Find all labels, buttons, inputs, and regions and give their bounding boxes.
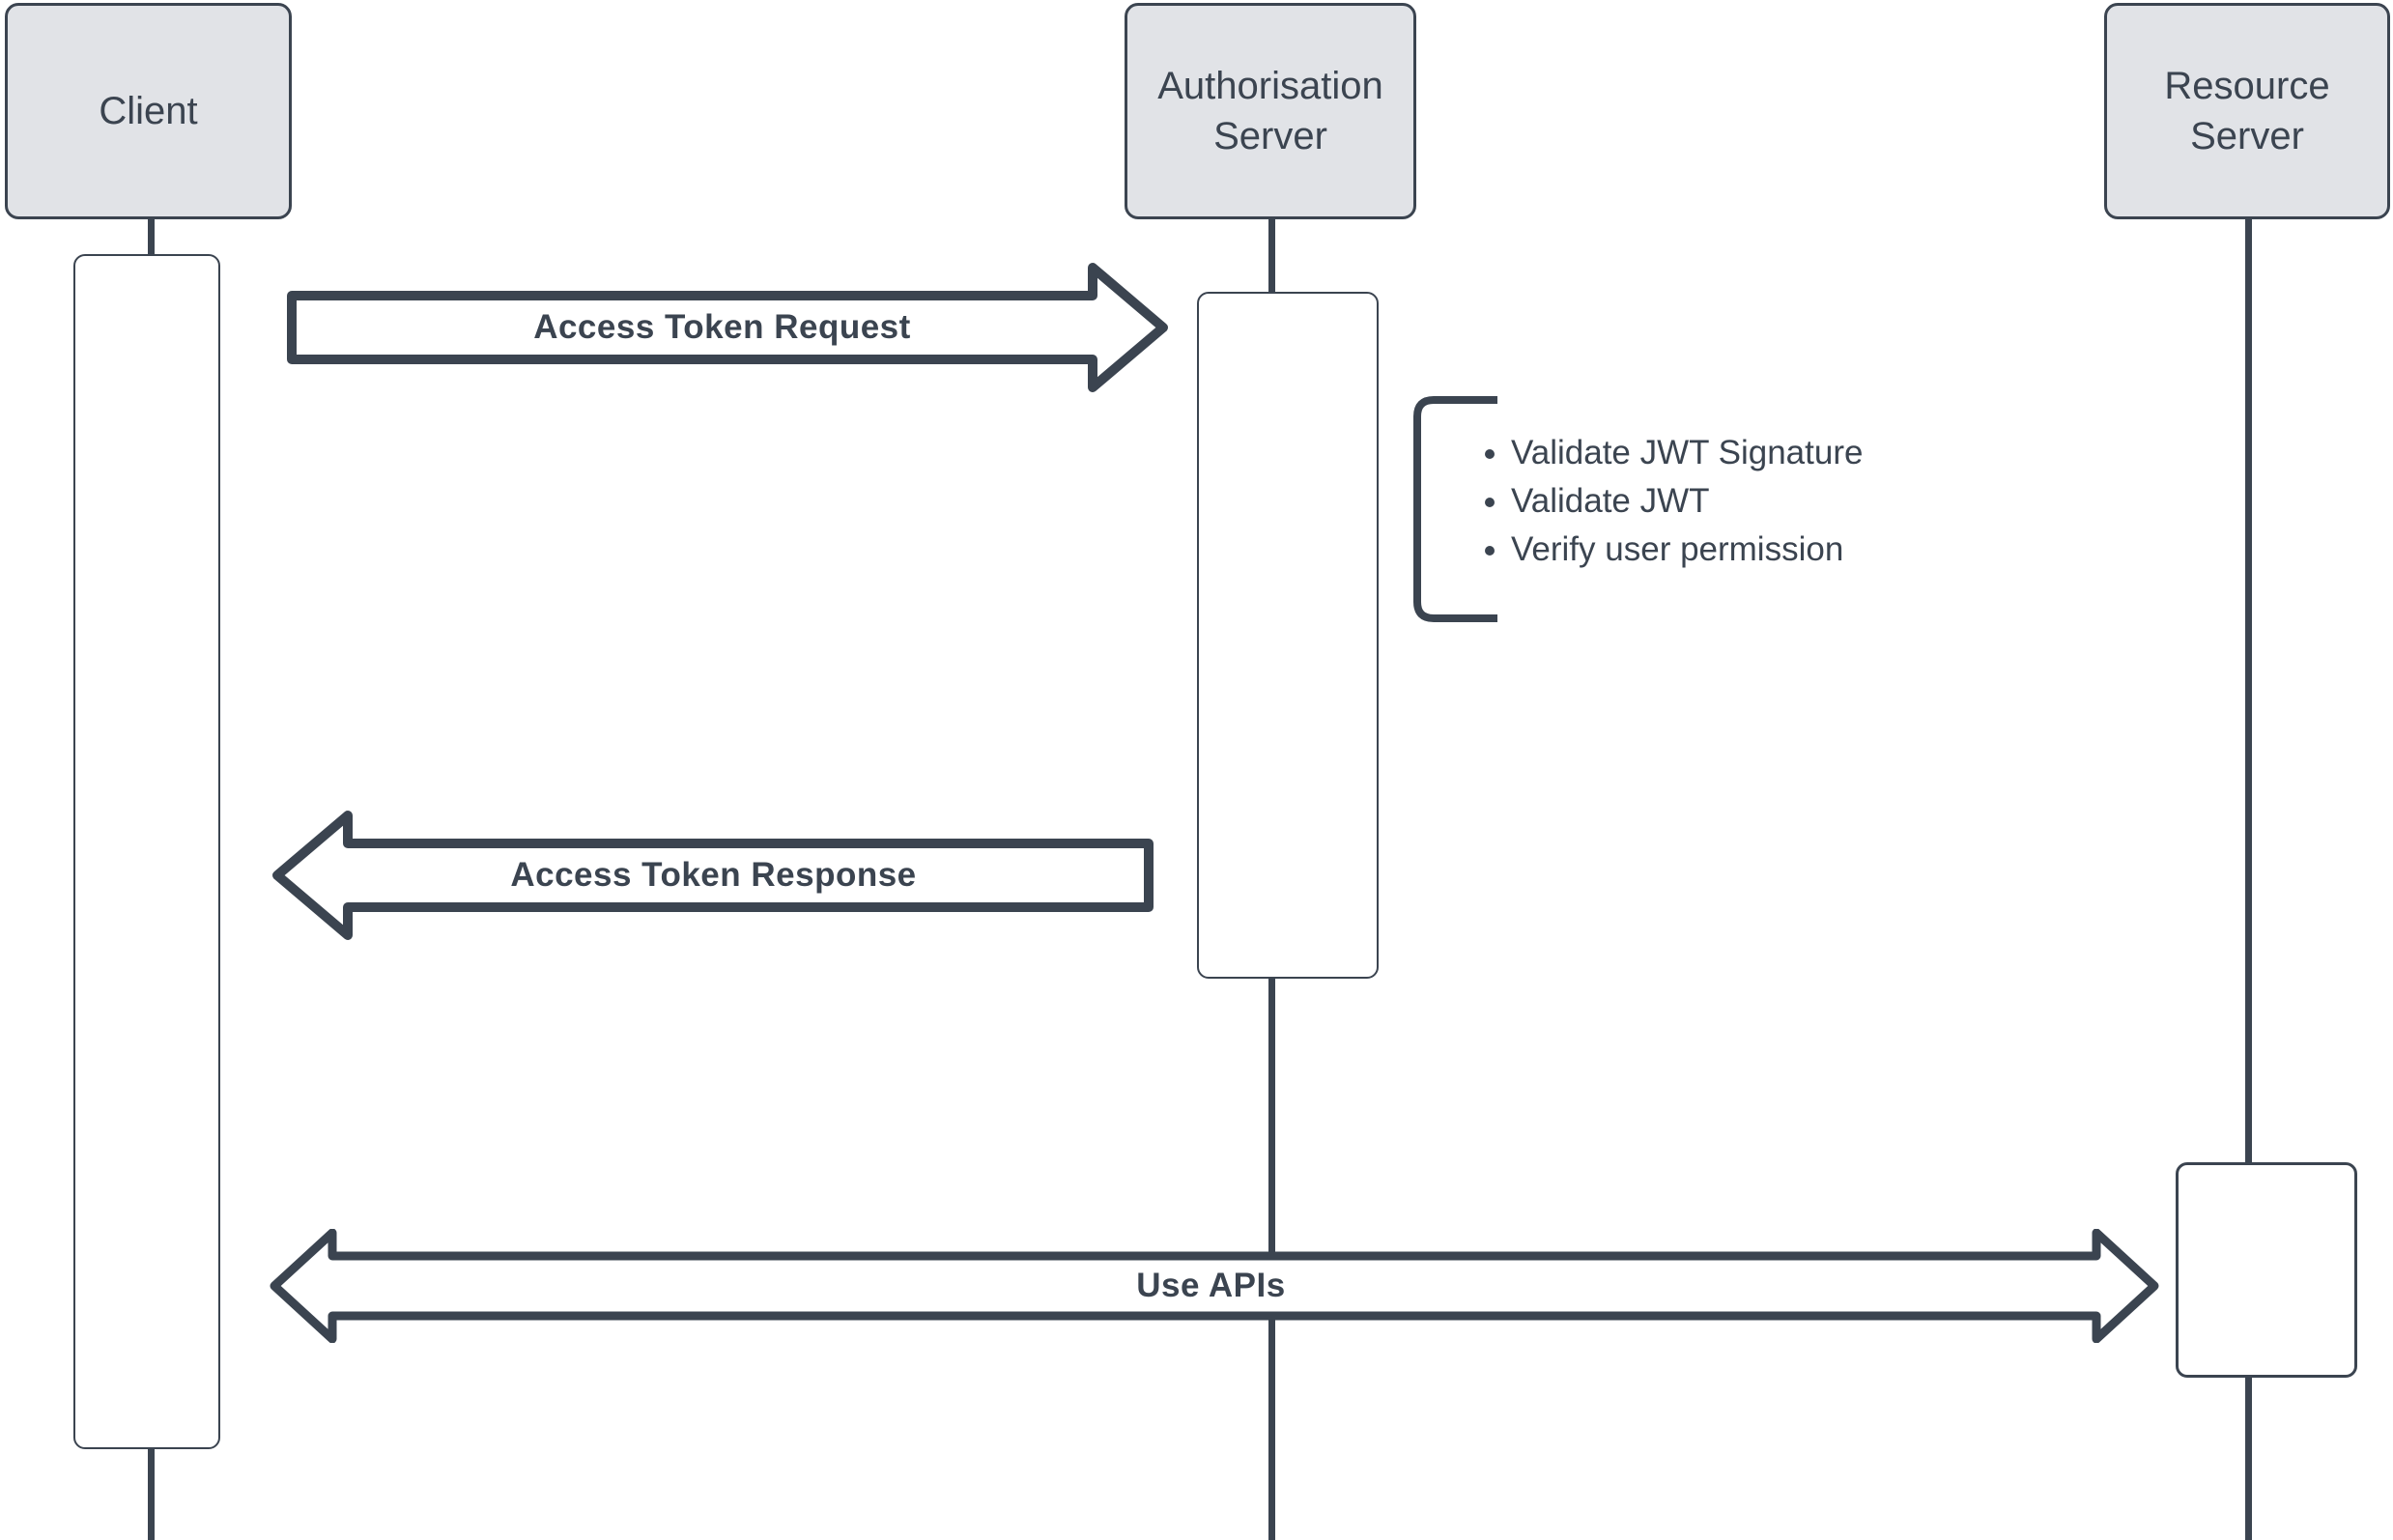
note-item: Verify user permission	[1511, 526, 1863, 574]
actor-client: Client	[5, 3, 292, 219]
actor-client-label: Client	[99, 90, 198, 132]
resource-server-activation-bar	[2176, 1162, 2357, 1378]
actor-authorisation-server: Authorisation Server	[1125, 3, 1416, 219]
actor-resource-server-label: Resource Server	[2164, 65, 2330, 157]
authorisation-server-activation-bar	[1197, 292, 1379, 979]
access-token-response-arrow	[272, 811, 1154, 940]
note-item: Validate JWT Signature	[1511, 429, 1863, 477]
actor-authorisation-server-label: Authorisation Server	[1157, 65, 1383, 157]
use-apis-arrow	[270, 1229, 2159, 1343]
client-activation-bar	[73, 254, 220, 1449]
note-item: Validate JWT	[1511, 477, 1863, 526]
note-bracket	[1413, 396, 1497, 622]
resource-server-lifeline	[2245, 219, 2252, 1540]
actor-resource-server: Resource Server	[2104, 3, 2390, 219]
access-token-request-arrow	[287, 263, 1168, 392]
note-list: Validate JWT Signature Validate JWT Veri…	[1467, 429, 1863, 574]
